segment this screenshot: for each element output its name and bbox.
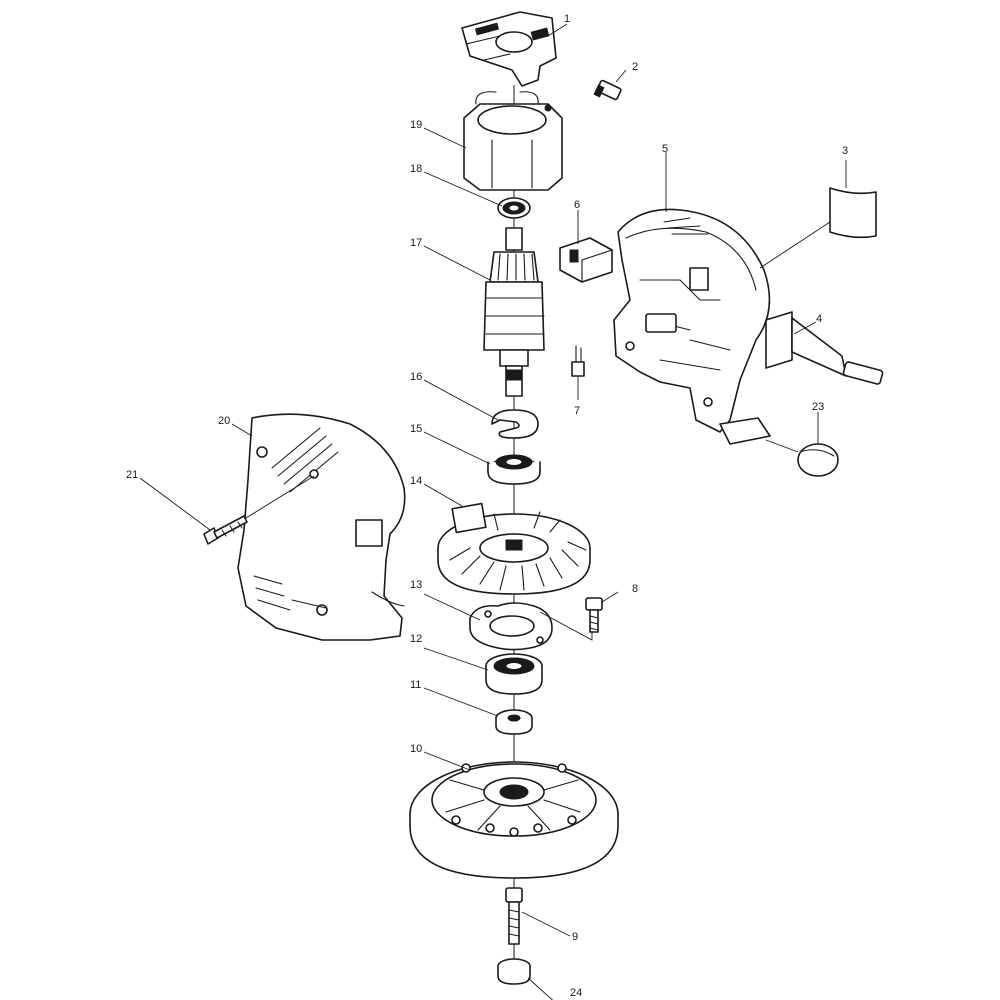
part-screw-small: [585, 597, 603, 633]
screw-to-gasket-guide: [539, 611, 593, 641]
callout-9: 9: [572, 931, 578, 943]
part-pad-bolt: [505, 887, 523, 945]
part-carbon-brush: [593, 79, 622, 101]
label-to-housing-guide: [759, 221, 831, 269]
callout-20: 20: [218, 415, 230, 427]
part-field: [463, 91, 563, 191]
callout-19: 19: [410, 119, 422, 131]
callout-6: 6: [574, 199, 580, 211]
screw-to-cover-guide: [245, 475, 315, 519]
part-sanding-pad: [409, 761, 619, 879]
part-spacer: [495, 709, 533, 735]
callout-24: 24: [570, 987, 582, 999]
callout-21: 21: [126, 469, 138, 481]
callout-7: 7: [574, 405, 580, 417]
callout-14: 14: [410, 475, 422, 487]
callout-23: 23: [812, 401, 824, 413]
part-cap: [497, 958, 531, 985]
plug-guide: [765, 439, 799, 453]
callout-12: 12: [410, 633, 422, 645]
part-plug: [797, 443, 839, 477]
part-tapping-screw: [203, 515, 248, 545]
callout-11: 11: [410, 679, 421, 691]
callout-1: 1: [564, 13, 570, 25]
callout-15: 15: [410, 423, 422, 435]
part-fan: [437, 502, 591, 595]
callout-2: 2: [632, 61, 638, 73]
callout-5: 5: [662, 143, 668, 155]
part-cord-guard: [765, 311, 884, 385]
callout-13: 13: [410, 579, 422, 591]
callout-18: 18: [410, 163, 422, 175]
part-noise-suppressor: [571, 345, 585, 377]
part-label: [829, 187, 877, 239]
part-motor-housing: [613, 208, 771, 445]
callout-17: 17: [410, 237, 422, 249]
part-bearing-lower: [485, 653, 543, 695]
part-housing-cover: [237, 413, 406, 641]
leader-lines: [139, 23, 847, 1000]
part-brush-holder: [461, 11, 557, 87]
part-gasket: [469, 602, 553, 651]
part-bearing-middle: [487, 454, 541, 485]
callout-16: 16: [410, 371, 422, 383]
part-switch: [559, 237, 613, 283]
callout-labels: 1 2 3 4 5 6 7 8 9 10 11 12 13 14 15 16 1…: [126, 13, 848, 999]
part-retaining-ring: [491, 409, 539, 439]
callout-8: 8: [632, 583, 638, 595]
callout-10: 10: [410, 743, 422, 755]
part-bearing-top: [497, 197, 531, 219]
part-armature: [483, 227, 545, 397]
callout-4: 4: [816, 313, 822, 325]
callout-3: 3: [842, 145, 848, 157]
